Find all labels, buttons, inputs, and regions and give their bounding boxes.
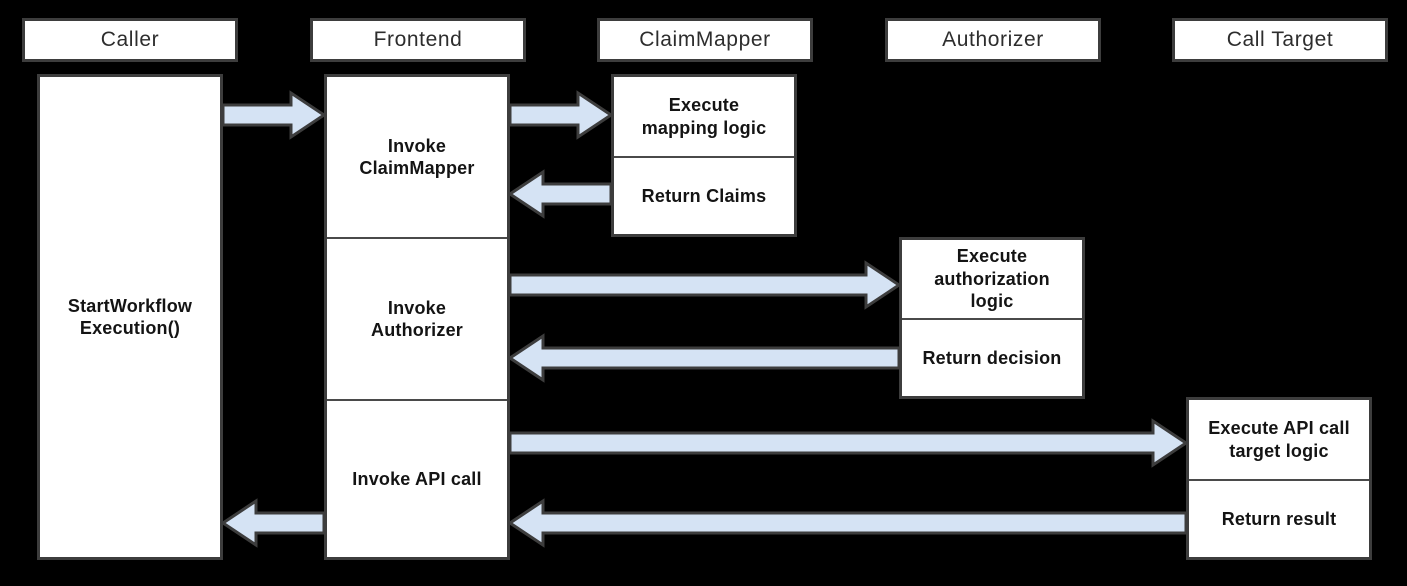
lane-header-authorizer-label: Authorizer	[942, 28, 1044, 51]
lane-header-authorizer: Authorizer	[885, 18, 1101, 62]
authorizer-step-execute-authorization-logic: Execute authorization logic	[902, 240, 1082, 318]
activation-claimmapper: Execute mapping logic Return Claims	[611, 74, 797, 237]
frontend-step-label: Invoke Authorizer	[371, 297, 463, 341]
calltarget-step-label: Execute API call target logic	[1208, 418, 1350, 461]
claimmapper-step-label: Return Claims	[641, 185, 767, 206]
frontend-step-invoke-api-call: Invoke API call	[327, 399, 507, 557]
claimmapper-step-execute-mapping-logic: Execute mapping logic	[614, 77, 794, 156]
calltarget-step-execute-api-call-target-logic: Execute API call target logic	[1189, 400, 1369, 479]
arrow-authorizer-to-frontend	[507, 333, 901, 383]
activation-caller: StartWorkflow Execution()	[37, 74, 223, 560]
lane-header-calltarget: Call Target	[1172, 18, 1388, 62]
activation-authorizer: Execute authorization logic Return decis…	[899, 237, 1085, 399]
lane-header-claimmapper: ClaimMapper	[597, 18, 813, 62]
claimmapper-step-label: Execute mapping logic	[641, 95, 767, 138]
activation-frontend: Invoke ClaimMapper Invoke Authorizer Inv…	[324, 74, 510, 560]
frontend-step-label: Invoke ClaimMapper	[359, 135, 475, 179]
frontend-step-label: Invoke API call	[352, 468, 482, 489]
arrow-caller-to-frontend	[221, 90, 327, 140]
arrow-frontend-to-calltarget	[508, 418, 1189, 468]
lane-header-frontend: Frontend	[310, 18, 526, 62]
frontend-step-invoke-claimmapper: Invoke ClaimMapper	[327, 77, 507, 237]
arrow-frontend-to-claimmapper	[508, 90, 614, 140]
authorizer-step-label: Return decision	[922, 347, 1062, 368]
frontend-step-invoke-authorizer: Invoke Authorizer	[327, 237, 507, 399]
activation-calltarget: Execute API call target logic Return res…	[1186, 397, 1372, 560]
lane-header-caller: Caller	[22, 18, 238, 62]
arrow-claimmapper-to-frontend	[507, 169, 613, 219]
claimmapper-step-return-claims: Return Claims	[614, 156, 794, 234]
authorizer-step-label: Execute authorization logic	[934, 246, 1050, 312]
caller-step-startworkflowexecution: StartWorkflow Execution()	[40, 77, 220, 557]
lane-header-frontend-label: Frontend	[373, 28, 463, 51]
caller-step-label: StartWorkflow Execution()	[67, 295, 193, 339]
lane-header-calltarget-label: Call Target	[1226, 28, 1334, 51]
arrow-frontend-to-caller	[220, 498, 326, 548]
calltarget-step-return-result: Return result	[1189, 479, 1369, 557]
lane-header-claimmapper-label: ClaimMapper	[639, 28, 771, 51]
lane-header-caller-label: Caller	[100, 28, 160, 51]
calltarget-step-label: Return result	[1221, 508, 1337, 529]
authorizer-step-return-decision: Return decision	[902, 318, 1082, 396]
arrow-calltarget-to-frontend	[507, 498, 1188, 548]
arrow-frontend-to-authorizer	[508, 260, 902, 310]
